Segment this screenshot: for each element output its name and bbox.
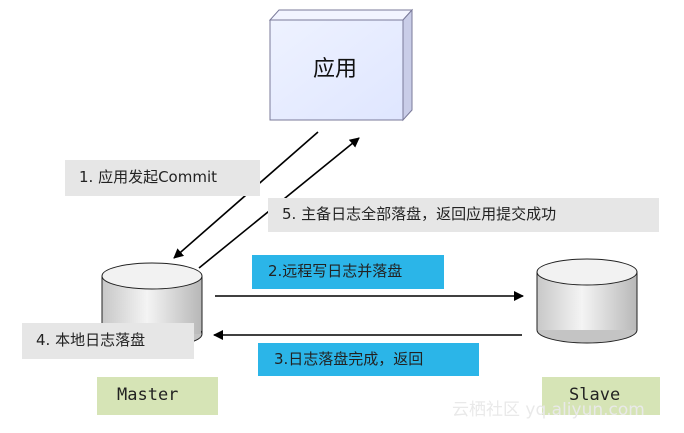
app-label: 应用 (313, 57, 358, 82)
step3-box (258, 343, 479, 376)
step1-box (65, 160, 260, 196)
step2-label: 2.远程写日志并落盘 (268, 262, 403, 280)
step5-box (268, 198, 659, 232)
step4-label: 4. 本地日志落盘 (36, 331, 146, 349)
slave-label: Slave (569, 385, 621, 405)
slave-label-box (542, 377, 660, 415)
step1-label: 1. 应用发起Commit (79, 168, 218, 186)
master-label: Master (117, 385, 179, 405)
step2-box (252, 255, 444, 289)
watermark-text: 云栖社区 yq.aliyun.com (452, 400, 645, 420)
app-box (268, 8, 414, 122)
step4-box (22, 323, 194, 359)
step3-label: 3.日志落盘完成，返回 (274, 350, 424, 368)
step5-label: 5. 主备日志全部落盘，返回应用提交成功 (282, 205, 557, 223)
slave-db-icon (536, 258, 638, 344)
master-label-box (97, 377, 218, 415)
